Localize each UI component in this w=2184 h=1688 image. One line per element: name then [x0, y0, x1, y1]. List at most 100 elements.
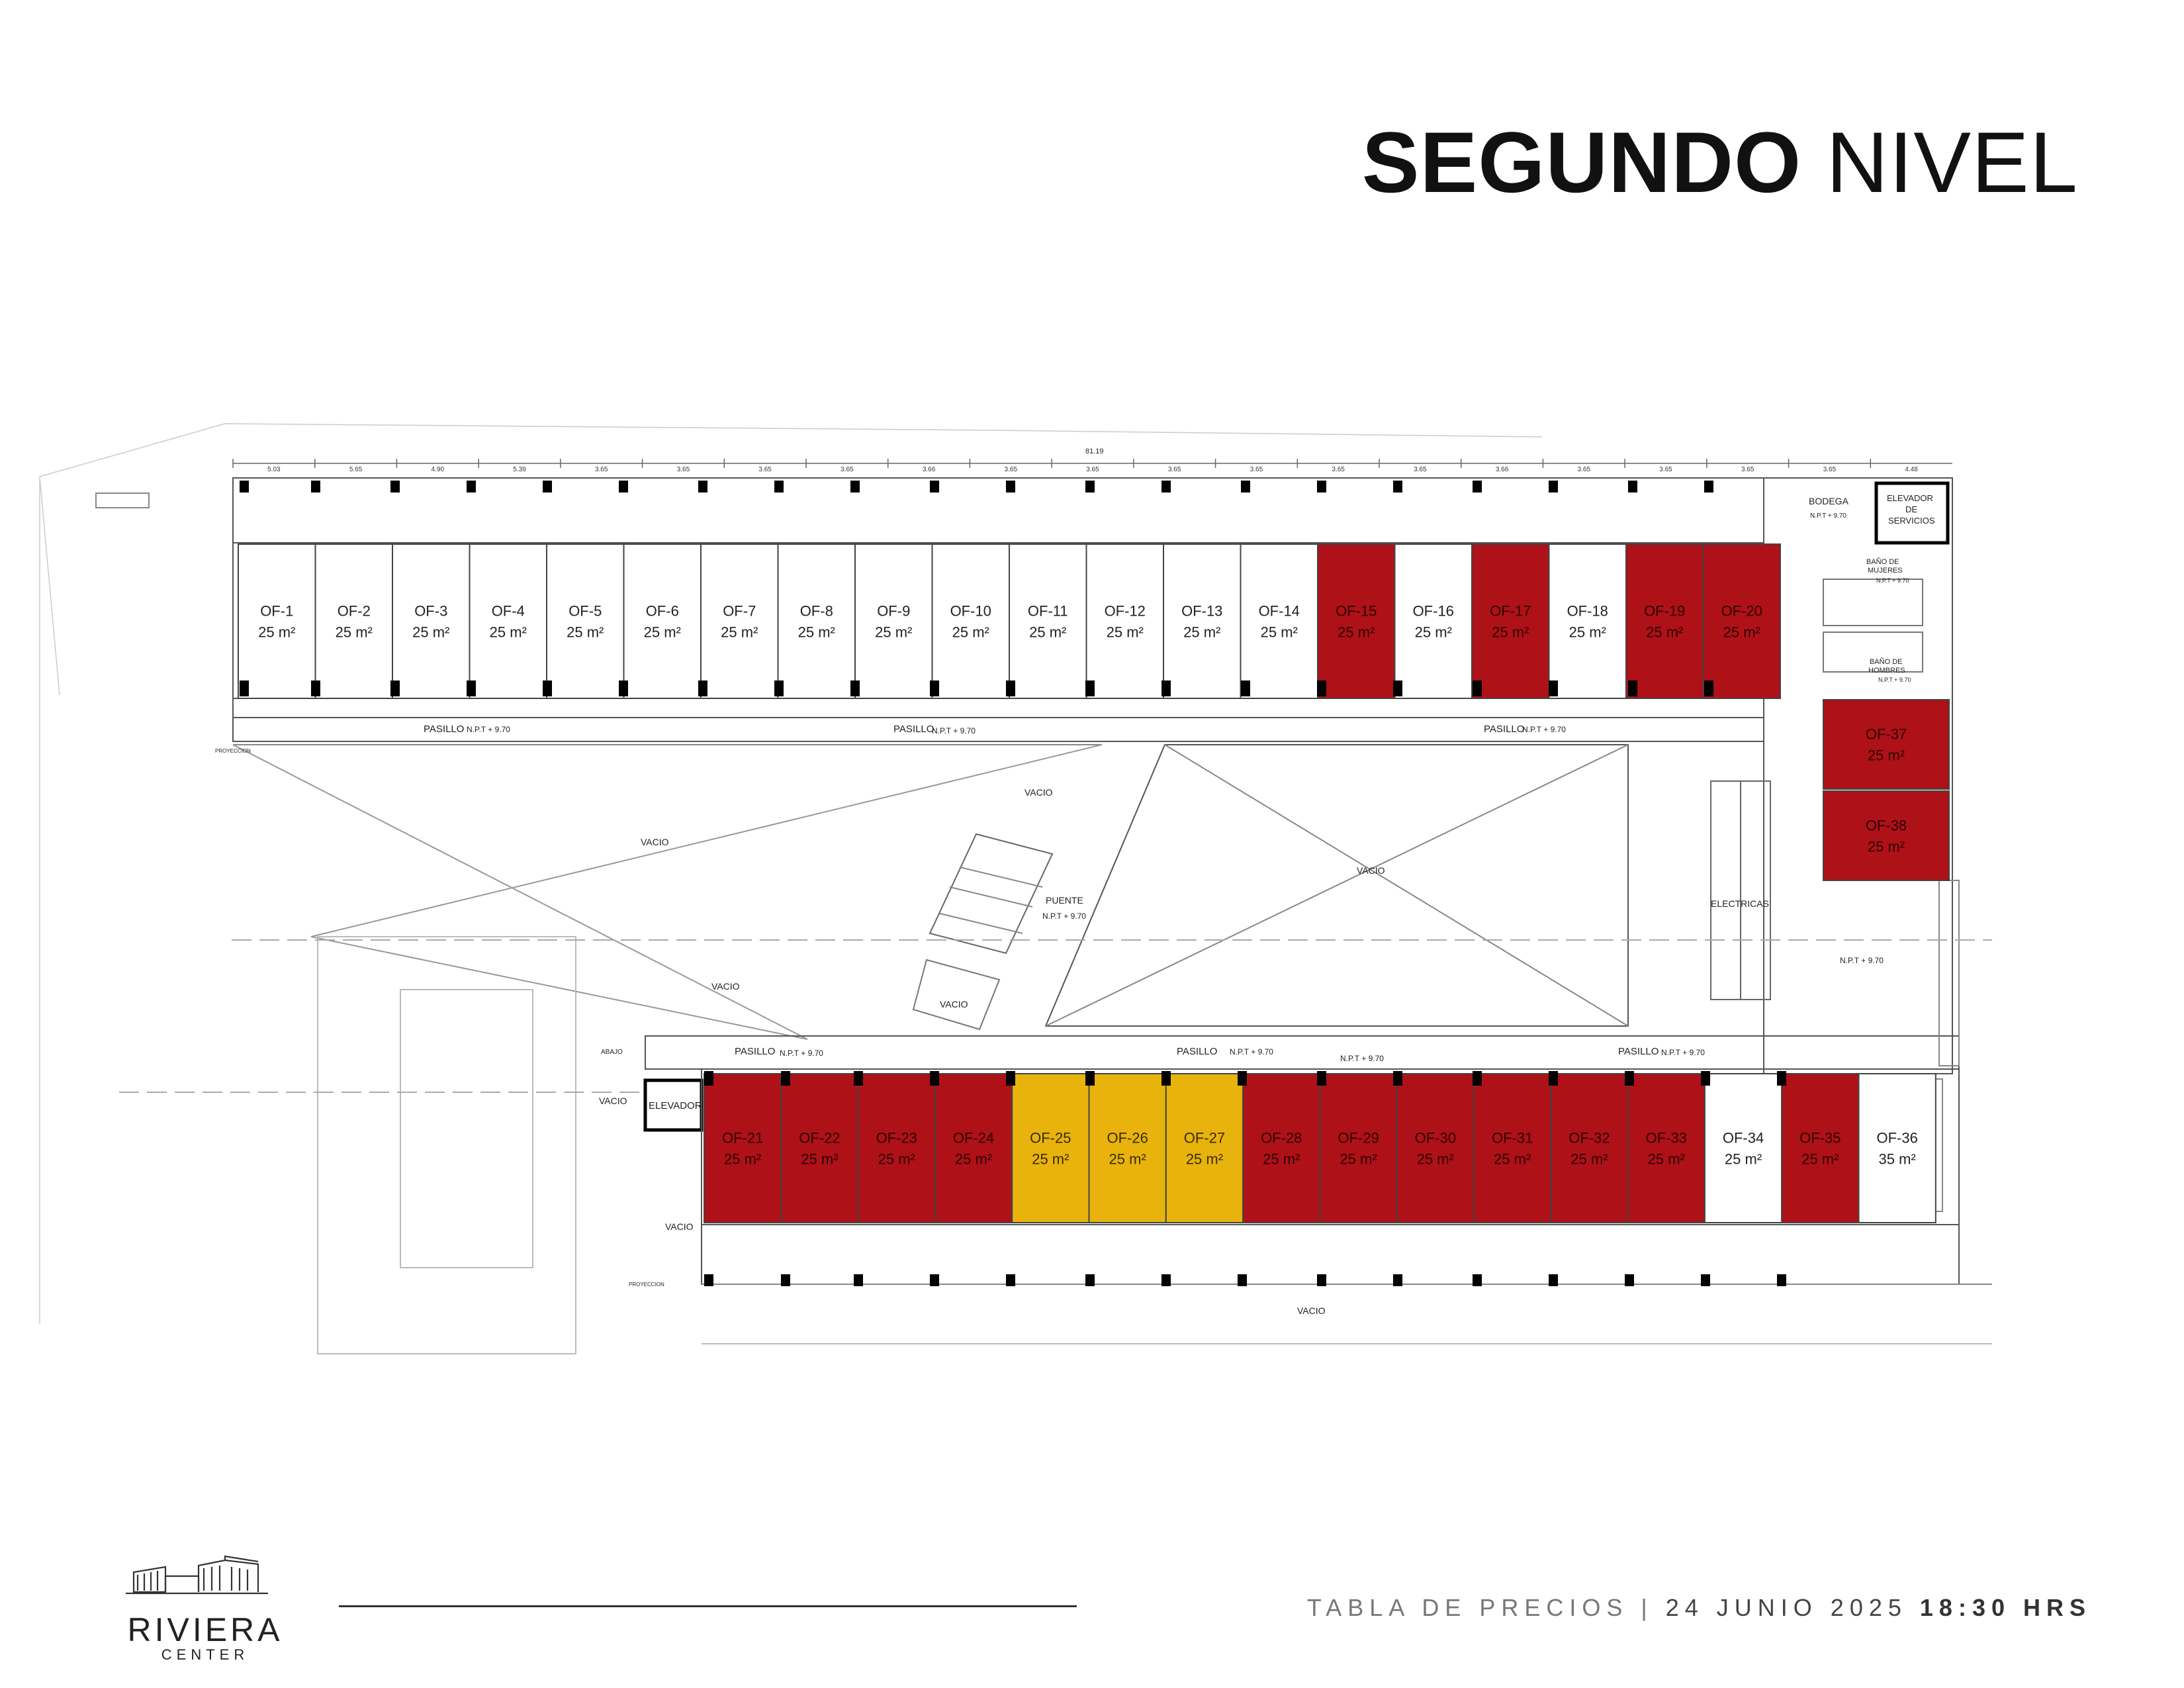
- column: [774, 481, 784, 492]
- office-cell-available[interactable]: [623, 543, 702, 699]
- logo-brand-text: RIVIERA: [127, 1611, 283, 1648]
- office-id-label: OF-32: [1569, 1130, 1610, 1147]
- office-cell-sold[interactable]: [1473, 1073, 1552, 1223]
- column: [240, 481, 249, 492]
- office-cell-available[interactable]: [392, 543, 471, 699]
- footer-date: 24 JUNIO 2025: [1665, 1594, 1907, 1621]
- office-cell-reserved[interactable]: [1088, 1073, 1167, 1223]
- office-cell-available[interactable]: [931, 543, 1010, 699]
- office-cell-sold[interactable]: [857, 1073, 936, 1223]
- office-of-20[interactable]: OF-2025 m²: [1702, 543, 1781, 699]
- bano-mujeres-2: MUJERES: [1868, 567, 1903, 575]
- column: [854, 1071, 863, 1086]
- column: [1085, 680, 1095, 696]
- office-cell-available[interactable]: [1858, 1073, 1936, 1223]
- office-of-3[interactable]: OF-325 m²: [392, 543, 471, 699]
- office-cell-sold[interactable]: [1242, 1073, 1321, 1223]
- office-cell-available[interactable]: [469, 543, 547, 699]
- office-of-4[interactable]: OF-425 m²: [469, 543, 547, 699]
- office-cell-available[interactable]: [1548, 543, 1627, 699]
- office-cell-sold[interactable]: [934, 1073, 1013, 1223]
- office-cell-available[interactable]: [238, 543, 316, 699]
- office-cell-sold[interactable]: [780, 1073, 859, 1223]
- office-id-label: OF-16: [1413, 603, 1454, 620]
- column: [698, 680, 707, 696]
- column: [1393, 680, 1402, 696]
- npt-label-7: N.P.T + 9.70: [1661, 1048, 1705, 1057]
- office-id-label: OF-13: [1181, 603, 1222, 620]
- office-of-1[interactable]: OF-125 m²: [238, 543, 316, 699]
- office-cell-sold[interactable]: [1625, 543, 1704, 699]
- office-cell-sold[interactable]: [1550, 1073, 1629, 1223]
- vacio-label-6: VACIO: [599, 1096, 627, 1106]
- office-cell-available[interactable]: [1163, 543, 1242, 699]
- office-of-9[interactable]: OF-925 m²: [854, 543, 933, 699]
- office-of-7[interactable]: OF-725 m²: [700, 543, 779, 699]
- office-cell-sold[interactable]: [704, 1073, 782, 1223]
- office-of-8[interactable]: OF-825 m²: [777, 543, 856, 699]
- office-cell-reserved[interactable]: [1011, 1073, 1090, 1223]
- office-cell-sold[interactable]: [1396, 1073, 1475, 1223]
- office-cell-sold[interactable]: [1823, 699, 1950, 790]
- office-cell-sold[interactable]: [1781, 1073, 1860, 1223]
- office-of-5[interactable]: OF-525 m²: [546, 543, 625, 699]
- office-cell-sold[interactable]: [1317, 543, 1396, 699]
- office-cell-sold[interactable]: [1471, 543, 1550, 699]
- office-cell-available[interactable]: [854, 543, 933, 699]
- office-of-6[interactable]: OF-625 m²: [623, 543, 702, 699]
- office-cell-available[interactable]: [1085, 543, 1164, 699]
- office-cell-available[interactable]: [546, 543, 625, 699]
- office-cell-sold[interactable]: [1823, 790, 1950, 881]
- office-cell-sold[interactable]: [1627, 1073, 1706, 1223]
- vacio-label-5: VACIO: [940, 999, 968, 1009]
- office-cell-available[interactable]: [700, 543, 779, 699]
- office-cell-available[interactable]: [1009, 543, 1087, 699]
- column: [1241, 680, 1250, 696]
- office-cell-available[interactable]: [1240, 543, 1318, 699]
- pasillo-label-4: PASILLO: [735, 1046, 775, 1057]
- office-cell-sold[interactable]: [1702, 543, 1781, 699]
- office-area-label: 25 m²: [1340, 1151, 1377, 1168]
- office-of-2[interactable]: OF-225 m²: [314, 543, 393, 699]
- office-id-label: OF-12: [1105, 603, 1146, 620]
- office-cell-available[interactable]: [777, 543, 856, 699]
- office-cell-available[interactable]: [314, 543, 393, 699]
- npt-label-right: N.P.T + 9.70: [1840, 956, 1884, 965]
- npt-label-4: N.P.T + 9.70: [780, 1049, 823, 1058]
- office-cell-available[interactable]: [1394, 543, 1473, 699]
- office-cell-available[interactable]: [1704, 1073, 1783, 1223]
- office-area-label: 25 m²: [1109, 1151, 1146, 1168]
- office-cell-reserved[interactable]: [1165, 1073, 1244, 1223]
- office-cell-sold[interactable]: [1319, 1073, 1398, 1223]
